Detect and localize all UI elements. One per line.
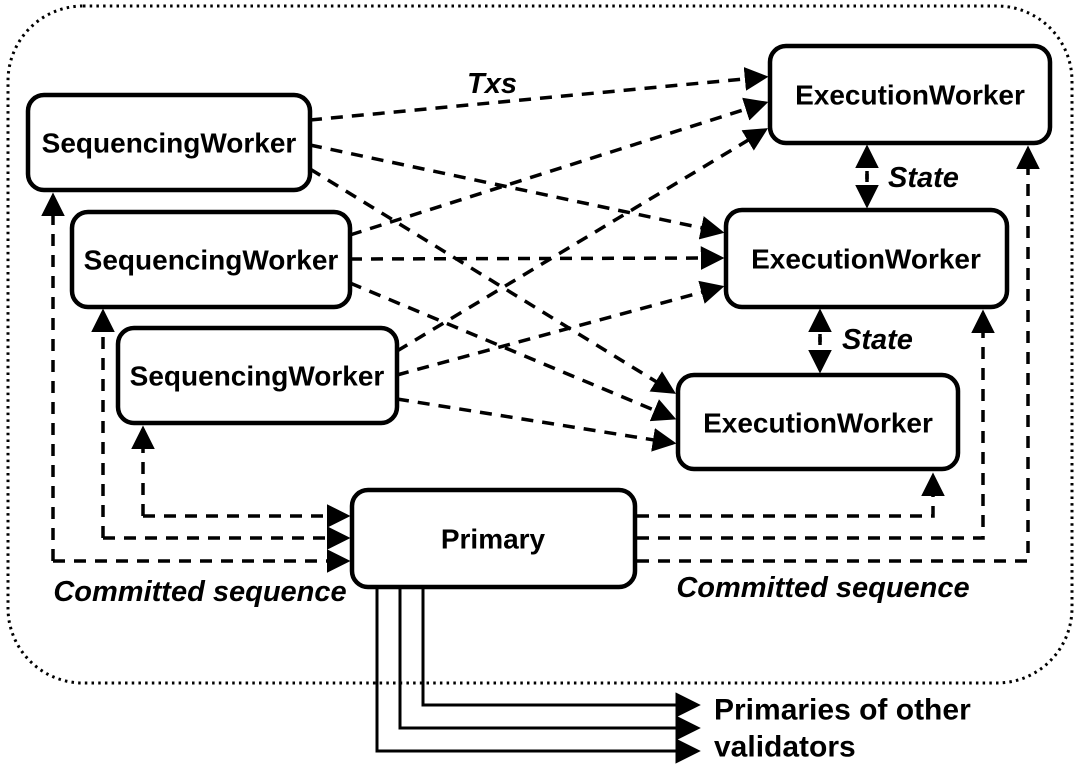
edge-sw1-to-ew3 [309,167,677,394]
node-execution-worker-2 [723,207,1010,310]
edge-sw1-to-ew2 [309,143,725,240]
edge-sw2-to-ew1 [349,97,769,237]
loop-primary-to-ew2 [637,309,995,540]
edge-primary-out-2 [398,588,701,741]
external-primaries-label-line1: Primaries of other [714,694,971,727]
node-sequencing-worker-3 [115,325,400,426]
sequencing-worker-1-label: SequencingWorker [42,128,297,159]
state-label-bottom: State [842,324,913,356]
edge-sw3-to-ew1 [396,128,769,353]
committed-sequence-right-label: Committed sequence [676,572,969,604]
loop-primary-to-ew1 [637,145,1040,563]
state-label-top: State [888,162,959,194]
edge-primary-out-3 [375,588,701,764]
node-sequencing-worker-1 [25,92,313,193]
external-edges [375,588,701,764]
edge-sw1-to-ew1 [309,67,769,122]
loop-primary-to-ew3 [637,472,945,518]
sequencing-worker-3-label: SequencingWorker [130,361,385,392]
execution-worker-1-label: ExecutionWorker [795,80,1025,111]
edge-primary-out-1 [421,588,701,718]
sequencing-worker-2-label: SequencingWorker [84,245,339,276]
node-sequencing-worker-2 [69,209,353,310]
execution-worker-2-label: ExecutionWorker [751,244,981,275]
node-primary [349,487,638,590]
committed-sequence-right-edges [637,145,1040,563]
primary-label: Primary [441,524,546,555]
state-edges [808,144,879,374]
edge-sw2-to-ew3 [349,281,677,422]
nodes: SequencingWorker SequencingWorker Sequen… [25,43,1053,590]
txs-edges [309,67,769,452]
committed-sequence-left-label: Committed sequence [53,576,346,608]
committed-sequence-left-edges [41,192,351,573]
node-execution-worker-3 [675,372,961,472]
edge-sw3-to-ew2 [396,280,725,377]
validator-boundary [6,4,1074,685]
txs-label: Txs [467,68,517,100]
node-execution-worker-1 [767,43,1053,146]
external-primaries-label-line2: validators [714,731,856,764]
edge-sw3-to-ew3 [396,397,677,452]
edge-sw2-to-ew2 [349,246,725,270]
execution-worker-3-label: ExecutionWorker [703,408,933,439]
edge-labels: Txs State State Committed sequence Commi… [53,68,971,764]
